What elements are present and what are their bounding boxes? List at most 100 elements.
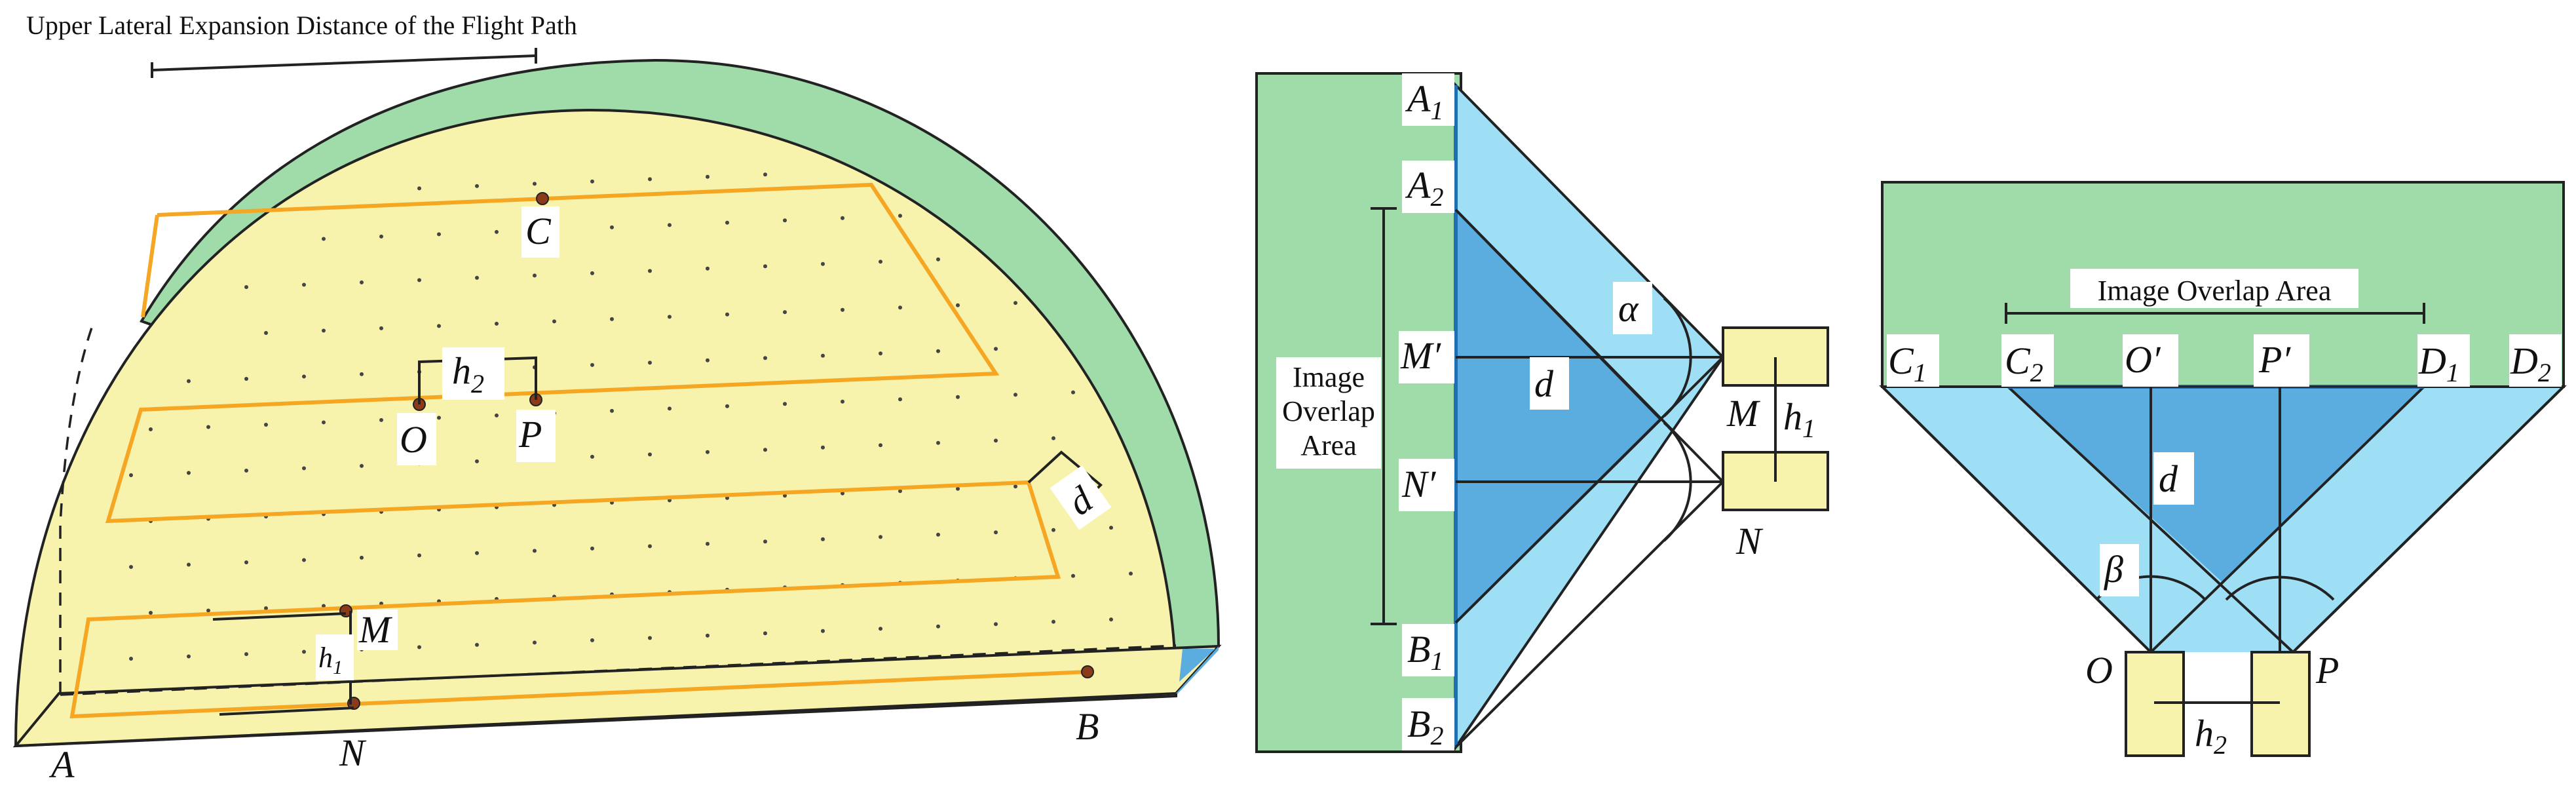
sample-dot [187,562,191,567]
angle-alpha-arc [1663,297,1692,418]
sample-dot [610,408,614,413]
point-b-end [1081,665,1094,678]
sample-dot [725,220,729,225]
sample-dot [898,305,902,310]
sample-dot [244,376,248,381]
sample-dot [129,473,133,477]
sample-dot [302,466,306,471]
sample-dot [783,402,787,406]
sample-dot [244,284,248,289]
dome-front-face [14,108,1177,748]
sample-dot [533,640,537,645]
sample-dot [495,229,499,234]
sample-dot [763,172,767,177]
sample-dot [763,631,767,636]
sample-dot [994,622,998,627]
sample-dot [1013,301,1017,305]
sample-dot [437,324,441,328]
sample-dot [936,532,940,537]
sample-dot [129,565,133,569]
sample-dot [187,379,191,383]
label-d2: D2 [2510,340,2551,387]
sample-dot [533,273,537,278]
label-b: B [1076,705,1099,748]
sample-dot [475,459,479,463]
sample-dot [783,310,787,315]
label-h2-forward: h2 [2195,712,2227,760]
sample-dot [187,654,191,659]
label-n-camera: N [1735,520,1764,562]
sample-dot [129,657,133,661]
label-o-camera: O [2085,649,2113,691]
sample-dot [322,237,326,241]
sample-dot [763,356,767,360]
sample-dot [264,606,268,610]
sample-dot [495,321,499,326]
sample-dot [1051,619,1055,624]
sample-dot [475,184,479,188]
sample-dot [763,539,767,544]
sample-dot [437,416,441,420]
panel-side-overlap: Image Overlap Area A1 A2 M′ d α N′ B1 B2… [1255,72,1829,753]
sample-dot [533,549,537,553]
expansion-distance-line [151,54,537,71]
sample-dot [206,608,210,613]
label-h1: h1 [318,642,343,678]
sample-dot [590,179,594,184]
sample-dot [783,494,787,498]
sample-dot [956,303,960,307]
label-h2: h2 [452,349,484,398]
sample-dot [360,555,364,560]
sample-dot [725,312,729,317]
label-m-camera: M [1726,392,1760,435]
sample-dot [994,530,998,535]
sample-dot [360,372,364,376]
label-b2: B2 [1407,703,1443,750]
label-m: M [358,608,392,651]
sample-dot [898,397,902,402]
sample-dot [1013,484,1017,489]
sample-dot [1051,528,1055,532]
sample-dot [302,650,306,654]
sample-dot [610,225,614,229]
sample-dot [668,315,672,319]
label-o-prime: O′ [2125,338,2161,381]
sample-dot [590,638,594,642]
sample-dot [648,360,652,365]
sample-dot [648,177,652,182]
label-d-side: d [1534,362,1554,405]
panel-forward-overlap: Image Overlap Area C1 C2 O′ P′ D1 D2 d β… [1879,181,2567,760]
panel-flight-path: Upper Lateral Expansion Distance of the … [12,10,1222,786]
label-o: O [400,418,427,461]
sample-dot [1071,573,1075,578]
sample-dot [668,406,672,411]
sample-dot [668,223,672,227]
label-a2: A2 [1405,164,1443,212]
sample-dot [841,216,844,220]
sample-dot [302,282,306,287]
sample-dot [417,645,421,650]
sample-dot [763,448,767,452]
sample-dot [879,260,882,264]
sample-dot [590,454,594,459]
sample-dot [590,271,594,275]
sample-dot [725,404,729,408]
sample-dot [763,264,767,269]
overlap-label-line1: Image [1293,361,1365,393]
label-p-prime: P′ [2258,338,2291,381]
sample-dot [879,535,882,539]
sample-dot [206,425,210,429]
sample-dot [936,440,940,445]
corner-blue [1179,649,1215,682]
sample-dot [475,275,479,280]
sample-dot [936,349,940,353]
sample-dot [379,418,383,422]
flight-path [69,182,1088,719]
sample-dot [379,326,383,330]
sample-dot [475,642,479,647]
sample-dot-grid [129,172,1133,661]
sample-dot [379,234,383,239]
label-d1: D1 [2418,340,2459,387]
sample-dot [1129,572,1133,576]
